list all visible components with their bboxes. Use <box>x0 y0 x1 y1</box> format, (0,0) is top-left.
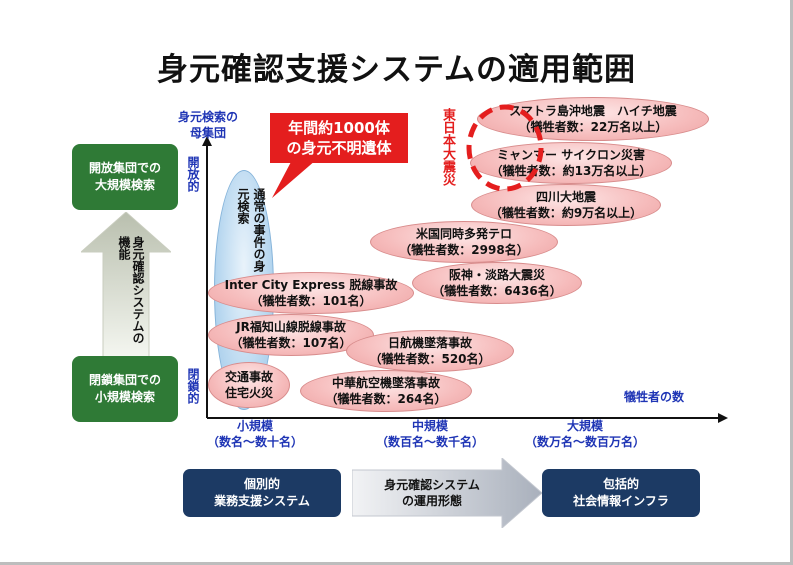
event-name: 阪神・淡路大震災 <box>448 268 545 282</box>
east-japan-label: 東日本大震災 <box>440 108 455 186</box>
social-infrastructure-box: 包括的 社会情報インフラ <box>542 469 700 517</box>
event-sichuan-earthquake: 四川大地震 （犠牲者数：約9万名以上） <box>471 184 661 226</box>
event-detail: （犠牲者数：107名） <box>230 336 352 350</box>
event-jal-crash: 日航機墜落事故 （犠牲者数：520名） <box>346 330 514 372</box>
y-axis-label: 身元検索の母集団 <box>177 110 238 140</box>
event-hanshin-awaji: 阪神・淡路大震災 （犠牲者数：6436名） <box>412 262 582 304</box>
function-up-arrow <box>81 212 171 357</box>
individual-system-box: 個別的 業務支援システム <box>183 469 341 517</box>
event-name: 交通事故 <box>224 370 273 384</box>
event-sumatra-haiti: スマトラ島沖地震 ハイチ地震 （犠牲者数：22万名以上） <box>477 97 709 141</box>
closed-small-search-box: 閉鎖集団での 小規模検索 <box>72 356 178 422</box>
event-name: 四川大地震 <box>535 190 596 204</box>
unidentified-bodies-callout: 年間約1000体 の身元不明遺体 <box>270 113 408 163</box>
social-infrastructure-label: 包括的 社会情報インフラ <box>573 477 669 508</box>
event-name: 中華航空機墜落事故 <box>331 376 440 390</box>
operation-arrow-label: 身元確認システム の運用形態 <box>384 478 480 508</box>
event-detail: （犠牲者数：約9万名以上） <box>489 206 643 220</box>
east-japan-dashed-circle <box>466 104 544 192</box>
function-arrow-label: 身元確認システムの機能 <box>117 236 145 344</box>
x-axis-arrowhead <box>718 413 728 423</box>
event-traffic-fire: 交通事故 住宅火災 <box>208 362 290 408</box>
x-tick-medium-label: 中規模 <box>411 419 448 433</box>
event-china-airlines: 中華航空機墜落事故 （犠牲者数：264名） <box>300 370 472 412</box>
unidentified-bodies-text: 年間約1000体 の身元不明遺体 <box>286 119 392 157</box>
x-tick-large-label: 大規模 <box>566 419 603 433</box>
y-axis-top-label: 開放的 <box>186 156 200 192</box>
callout-pointer <box>272 160 316 198</box>
event-name: JR福知山線脱線事故 <box>236 320 346 334</box>
x-tick-large: 大規模 （数万名～数百万名） <box>500 418 670 450</box>
event-name: Inter City Express 脱線事故 <box>224 278 398 292</box>
closed-small-search-label: 閉鎖集団での 小規模検索 <box>88 373 161 404</box>
event-name: スマトラ島沖地震 ハイチ地震 <box>509 104 677 118</box>
x-tick-small-sub: （数名～数十名） <box>206 435 303 449</box>
event-detail: （犠牲者数：101名） <box>250 294 372 308</box>
event-detail: （犠牲者数：2998名） <box>399 243 529 257</box>
event-detail: （犠牲者数：264名） <box>325 392 447 406</box>
y-axis-bottom-label: 閉鎖的 <box>186 368 200 404</box>
event-name: 日航機墜落事故 <box>387 336 472 350</box>
event-detail: （犠牲者数：520名） <box>369 352 491 366</box>
open-large-search-box: 開放集団での 大規模検索 <box>72 144 178 210</box>
chart-axes <box>202 136 728 423</box>
event-detail: 住宅火災 <box>224 386 273 400</box>
x-axis-label: 犠牲者の数 <box>624 390 685 404</box>
page-title: 身元確認支援システムの適用範囲 <box>156 52 637 88</box>
event-name: 米国同時多発テロ <box>415 227 512 241</box>
x-tick-medium-sub: （数百名～数千名） <box>375 435 484 449</box>
individual-system-label: 個別的 業務支援システム <box>214 477 310 508</box>
event-detail: （犠牲者数：6436名） <box>432 284 562 298</box>
event-ice-derailment: Inter City Express 脱線事故 （犠牲者数：101名） <box>208 272 414 314</box>
event-name: ミャンマー サイクロン災害 <box>497 148 645 162</box>
event-us-terror: 米国同時多発テロ （犠牲者数：2998名） <box>370 221 558 263</box>
normal-cases-label: 通常の事件の身元検索 <box>236 188 266 272</box>
open-large-search-label: 開放集団での 大規模検索 <box>88 161 161 192</box>
event-detail: （犠牲者数：22万名以上） <box>518 120 668 134</box>
operation-arrow <box>352 458 542 528</box>
x-tick-small-label: 小規模 <box>236 419 273 433</box>
x-tick-large-sub: （数万名～数百万名） <box>524 435 645 449</box>
x-tick-small: 小規模 （数名～数十名） <box>190 418 320 450</box>
y-axis-arrowhead <box>202 136 212 146</box>
x-tick-medium: 中規模 （数百名～数千名） <box>355 418 505 450</box>
